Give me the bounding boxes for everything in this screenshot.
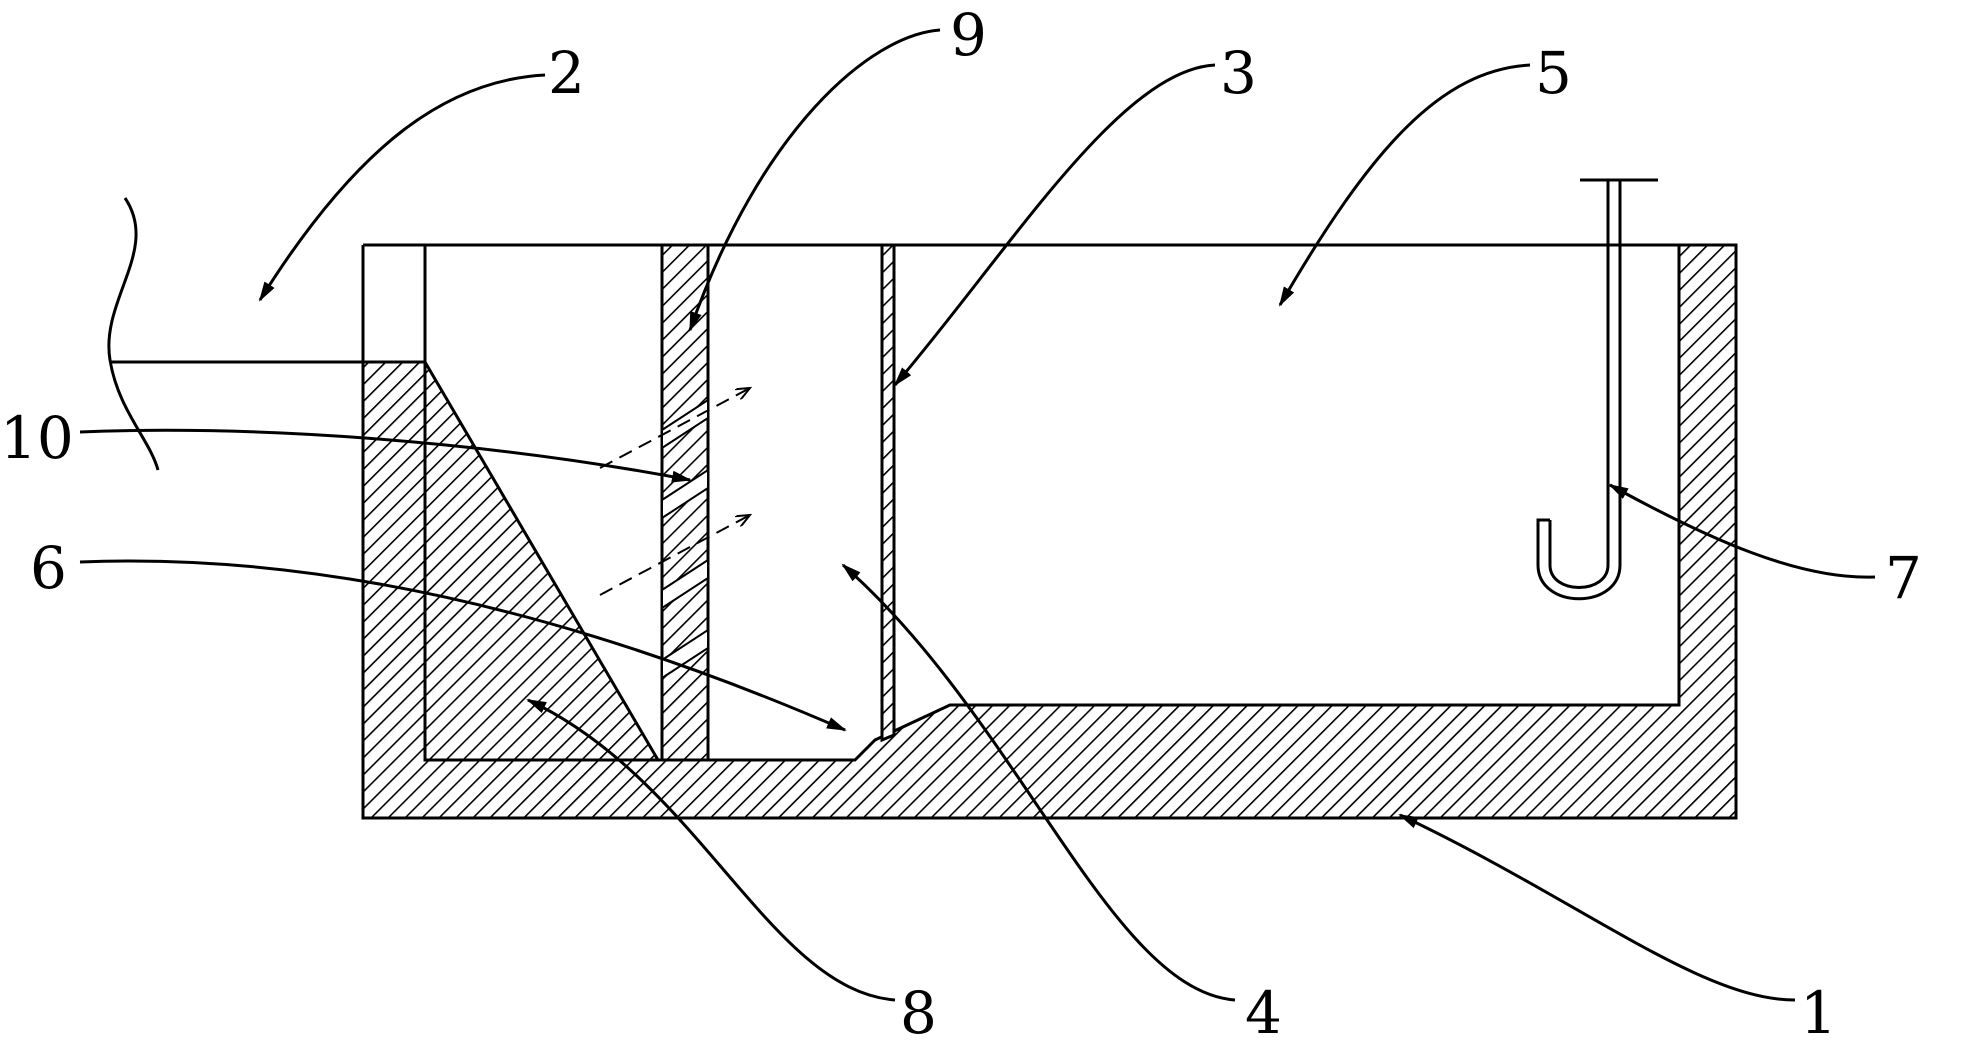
label-3: 3 <box>1220 39 1257 107</box>
hook <box>1536 178 1658 601</box>
label-2: 2 <box>548 39 585 107</box>
label-7: 7 <box>1885 544 1922 612</box>
label-6: 6 <box>30 534 67 602</box>
leader-lines <box>79 28 1876 1002</box>
partition-plate <box>880 243 896 743</box>
label-4: 4 <box>1245 979 1282 1040</box>
label-8: 8 <box>900 979 937 1040</box>
flow-arrow-lower <box>599 515 750 596</box>
flow-arrow-upper <box>599 388 750 469</box>
baffle-holes <box>661 398 709 680</box>
inclined-plate <box>423 356 661 762</box>
label-5: 5 <box>1535 39 1572 107</box>
ground-break-line <box>107 197 160 471</box>
label-1: 1 <box>1800 979 1837 1040</box>
label-9: 9 <box>950 1 987 69</box>
label-10: 10 <box>0 404 74 472</box>
